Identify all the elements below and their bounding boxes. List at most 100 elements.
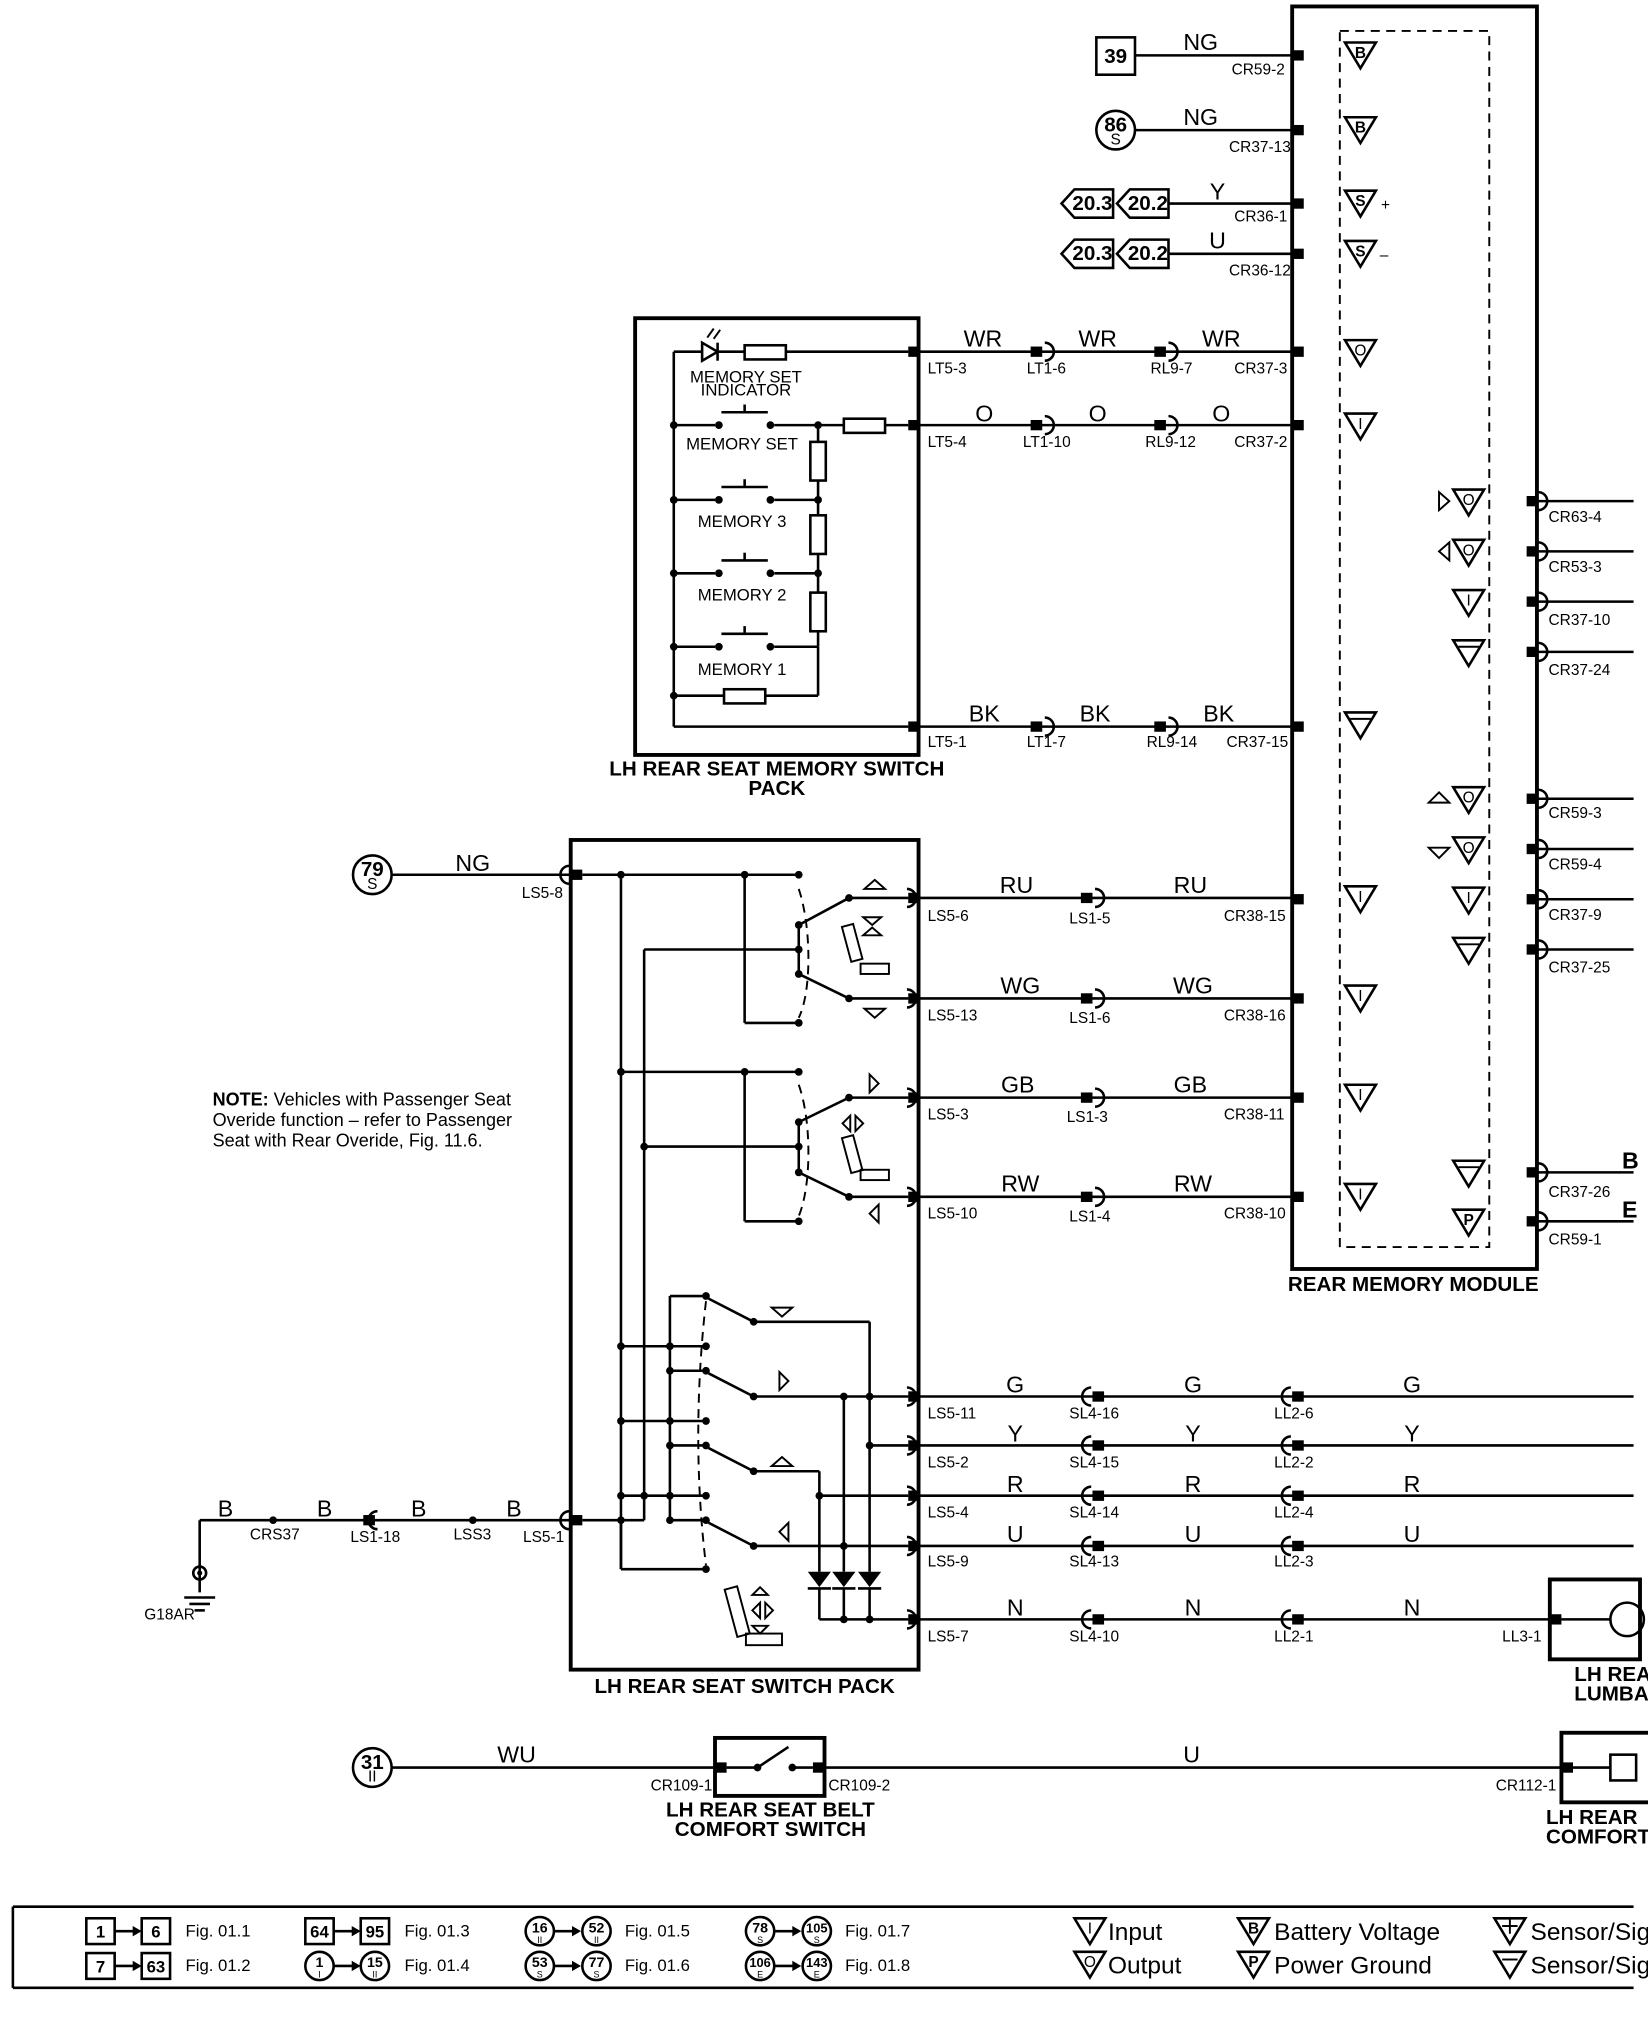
svg-text:LS1-3: LS1-3 bbox=[1067, 1109, 1108, 1126]
svg-text:I: I bbox=[318, 1970, 321, 1980]
svg-text:CR38-11: CR38-11 bbox=[1224, 1107, 1285, 1124]
svg-text:GB: GB bbox=[1001, 1071, 1034, 1097]
lumbar-wires: G G G LS5-11 SL4-16 LL2-6 Y Y Y LS5-2 SL… bbox=[906, 1372, 1634, 1645]
svg-text:O: O bbox=[1463, 542, 1475, 559]
svg-text:+: + bbox=[1381, 197, 1390, 214]
svg-text:R: R bbox=[1007, 1471, 1024, 1497]
svg-text:SL4-10: SL4-10 bbox=[1069, 1628, 1119, 1645]
svg-text:G: G bbox=[1006, 1372, 1024, 1398]
svg-text:BK: BK bbox=[969, 700, 1000, 726]
svg-text:GB: GB bbox=[1174, 1071, 1207, 1097]
memory-switch-pack: LH REAR SEAT MEMORY SWITCH PACK MEMORY S… bbox=[609, 316, 944, 800]
svg-text:S: S bbox=[537, 1970, 543, 1980]
svg-text:LH REA: LH REA bbox=[1574, 1663, 1648, 1686]
wire-color: U bbox=[1209, 228, 1226, 254]
svg-text:O: O bbox=[1463, 492, 1475, 509]
svg-text:LT1-10: LT1-10 bbox=[1023, 434, 1071, 451]
svg-text:CR59-4: CR59-4 bbox=[1549, 857, 1603, 874]
svg-text:U: U bbox=[1404, 1521, 1421, 1547]
svg-text:LS5-3: LS5-3 bbox=[928, 1107, 969, 1124]
ref-39: 39 bbox=[1104, 45, 1127, 68]
svg-text:Fig. 01.1: Fig. 01.1 bbox=[186, 1921, 251, 1940]
svg-text:O: O bbox=[1084, 1954, 1096, 1971]
svg-text:PACK: PACK bbox=[748, 777, 805, 800]
svg-text:LS5-10: LS5-10 bbox=[928, 1206, 978, 1223]
svg-text:G: G bbox=[1403, 1372, 1421, 1398]
top-inputs: 39 NG CR59-2 86 S NG CR37-13 20.3 20.2 Y… bbox=[1059, 29, 1304, 280]
svg-text:B: B bbox=[1622, 1147, 1639, 1173]
ground-chain: G18AR B B B B CRS37 LS1-18 LSS3 LS5-1 bbox=[144, 1495, 583, 1623]
svg-text:BK: BK bbox=[1203, 700, 1234, 726]
svg-text:R: R bbox=[1185, 1471, 1202, 1497]
svg-text:CR37-25: CR37-25 bbox=[1549, 960, 1611, 977]
svg-text:64: 64 bbox=[310, 1923, 329, 1942]
svg-text:63: 63 bbox=[147, 1957, 166, 1976]
lumbar-motor: LH REA LUMBA bbox=[1547, 1577, 1648, 1706]
module-left-pins: B B S+ S– O I I I I I bbox=[1292, 41, 1390, 1213]
svg-text:LS1-6: LS1-6 bbox=[1069, 1010, 1110, 1027]
module-label: REAR MEMORY MODULE bbox=[1288, 1273, 1539, 1296]
svg-text:LL2-1: LL2-1 bbox=[1274, 1628, 1313, 1645]
svg-text:U: U bbox=[1185, 1521, 1202, 1547]
svg-text:E: E bbox=[814, 1970, 820, 1980]
ref-79: 79 bbox=[361, 858, 384, 881]
svg-text:CR37-9: CR37-9 bbox=[1549, 907, 1602, 924]
svg-text:O: O bbox=[1463, 790, 1475, 807]
seat-switch-wires: RU RU LS5-6 LS1-5 CR38-15 WG WG LS5-13 L… bbox=[906, 872, 1293, 1225]
svg-text:NOTE: Vehicles with Passenger: NOTE: Vehicles with Passenger Seat bbox=[213, 1089, 511, 1109]
rear-memory-module: REAR MEMORY MODULE bbox=[1288, 4, 1539, 1296]
svg-text:P: P bbox=[1464, 1212, 1474, 1229]
svg-text:SL4-15: SL4-15 bbox=[1069, 1454, 1119, 1471]
svg-text:20.3: 20.3 bbox=[1072, 192, 1112, 215]
svg-text:RU: RU bbox=[1174, 872, 1207, 898]
svg-text:LH REAR SEAT SWITCH PACK: LH REAR SEAT SWITCH PACK bbox=[594, 1675, 894, 1698]
connector-label: CR37-13 bbox=[1229, 139, 1291, 156]
svg-text:53: 53 bbox=[532, 1955, 548, 1971]
svg-text:CR38-10: CR38-10 bbox=[1224, 1206, 1286, 1223]
svg-text:S: S bbox=[1355, 193, 1365, 210]
svg-text:II: II bbox=[372, 1970, 377, 1980]
svg-text:52: 52 bbox=[589, 1920, 605, 1936]
svg-text:S: S bbox=[814, 1935, 820, 1945]
diode-icon bbox=[807, 1571, 882, 1590]
svg-text:LH REAR SEAT BELT: LH REAR SEAT BELT bbox=[666, 1799, 875, 1822]
svg-text:O: O bbox=[1463, 840, 1475, 857]
svg-text:WU: WU bbox=[497, 1741, 536, 1767]
svg-text:SL4-16: SL4-16 bbox=[1069, 1405, 1119, 1422]
svg-text:I: I bbox=[1358, 889, 1362, 906]
svg-text:RW: RW bbox=[1174, 1171, 1212, 1197]
svg-text:20.2: 20.2 bbox=[1128, 242, 1168, 265]
svg-text:CR59-3: CR59-3 bbox=[1549, 805, 1602, 822]
svg-text:MEMORY 3: MEMORY 3 bbox=[698, 512, 787, 531]
svg-text:Input: Input bbox=[1108, 1919, 1163, 1946]
svg-text:G: G bbox=[1184, 1372, 1202, 1398]
svg-text:N: N bbox=[1185, 1595, 1202, 1621]
svg-text:Y: Y bbox=[1404, 1421, 1419, 1447]
svg-text:B: B bbox=[1355, 45, 1366, 62]
svg-text:CR112-1: CR112-1 bbox=[1496, 1778, 1557, 1795]
svg-text:U: U bbox=[1183, 1741, 1200, 1767]
svg-text:G18AR: G18AR bbox=[144, 1606, 195, 1623]
svg-text:105: 105 bbox=[806, 1920, 827, 1935]
svg-text:CR53-3: CR53-3 bbox=[1549, 559, 1602, 576]
svg-text:Fig. 01.4: Fig. 01.4 bbox=[405, 1956, 470, 1975]
connector-label: CR36-12 bbox=[1229, 263, 1291, 280]
seat-switch-pack: LH REAR SEAT SWITCH PACK 79 S NG LS5-8 bbox=[351, 838, 921, 1698]
svg-text:LS5-13: LS5-13 bbox=[928, 1007, 978, 1024]
svg-text:CR109-2: CR109-2 bbox=[828, 1778, 890, 1795]
connector-label: CR59-2 bbox=[1232, 62, 1285, 79]
svg-text:1: 1 bbox=[96, 1923, 105, 1942]
svg-text:S: S bbox=[1111, 131, 1121, 148]
svg-text:CR37-10: CR37-10 bbox=[1549, 612, 1611, 629]
svg-text:LS5-11: LS5-11 bbox=[928, 1405, 977, 1422]
svg-text:BK: BK bbox=[1080, 700, 1111, 726]
svg-text:RW: RW bbox=[1001, 1171, 1039, 1197]
svg-text:1: 1 bbox=[316, 1955, 324, 1971]
svg-text:Battery Voltage: Battery Voltage bbox=[1274, 1919, 1440, 1946]
svg-text:B: B bbox=[1248, 1921, 1259, 1938]
svg-text:CRS37: CRS37 bbox=[250, 1527, 300, 1544]
seat-icon bbox=[840, 916, 890, 975]
svg-text:S: S bbox=[757, 1935, 763, 1945]
svg-text:LT1-6: LT1-6 bbox=[1027, 361, 1066, 378]
svg-text:I: I bbox=[1088, 1921, 1092, 1938]
